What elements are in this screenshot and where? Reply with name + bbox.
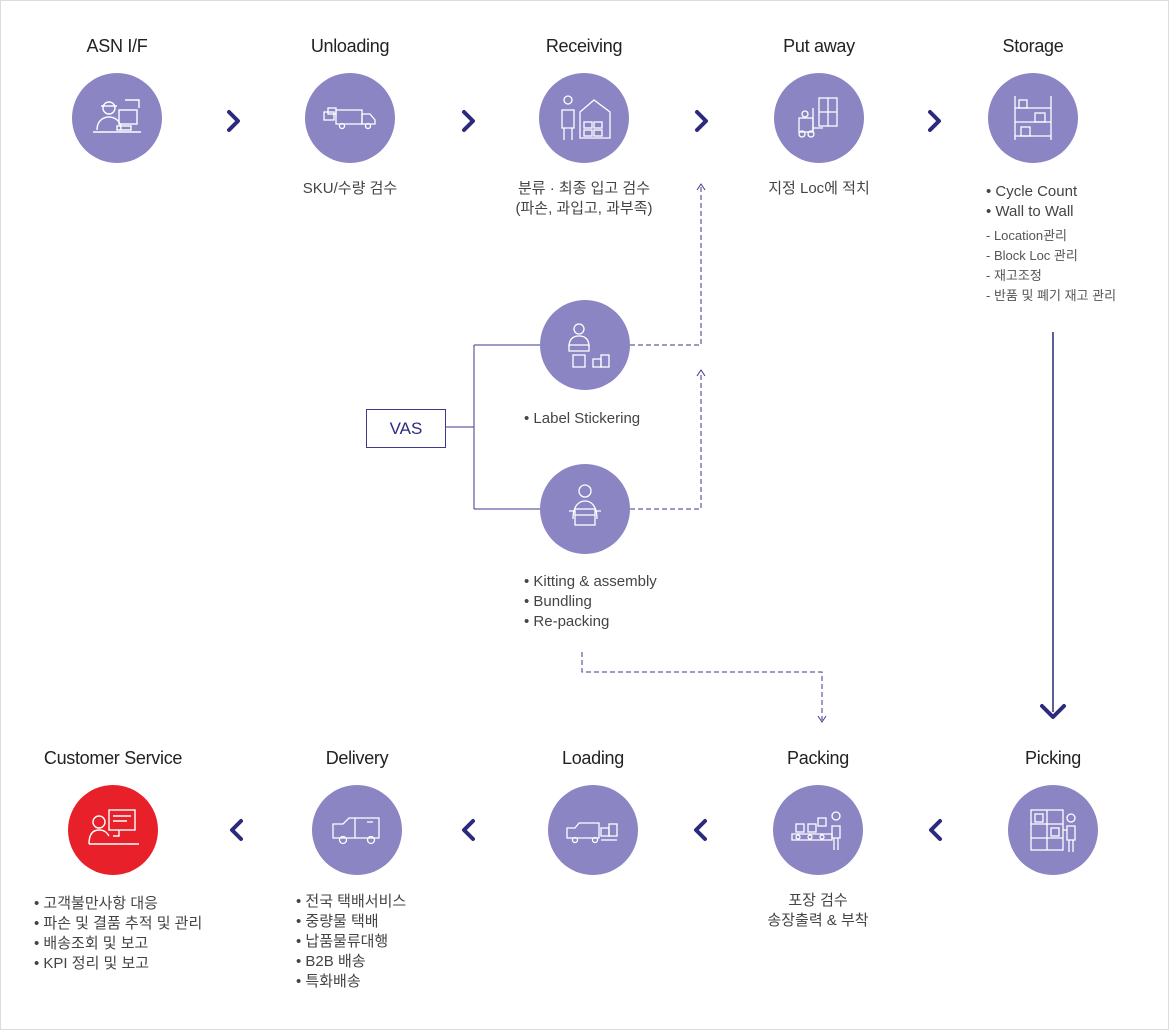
step-desc: 포장 검수 송장출력 & 부착 <box>708 891 928 931</box>
delivery-item: • B2B 배송 <box>296 953 366 970</box>
cs-item: • 고객불만사항 대응 <box>34 895 158 912</box>
truck-loading-icon <box>548 785 638 875</box>
vas-to-packing-dashed <box>581 652 823 720</box>
storage-sub: - 재고조정 <box>986 268 1042 283</box>
step-desc: 지정 Loc에 적치 <box>768 180 870 197</box>
desc-line: 송장출력 & 부착 <box>767 912 869 929</box>
step-title: ASN I/F <box>86 36 148 56</box>
step-storage: Storage <box>923 36 1143 163</box>
vas-lower-to-receiving-dashed <box>630 372 702 510</box>
vas-to-receiving-dashed <box>630 186 702 346</box>
storage-sub: - Location관리 <box>986 228 1068 243</box>
cs-item: • 배송조회 및 보고 <box>34 935 149 952</box>
vas-item: • Label Stickering <box>524 410 641 427</box>
chevron-left-icon <box>688 815 712 845</box>
vas-item: • Bundling <box>524 593 592 610</box>
vas-lower-list: • Kitting & assembly • Bundling • Re-pac… <box>524 572 657 632</box>
step-title: Picking <box>1025 748 1081 768</box>
step-title: Customer Service <box>43 748 183 768</box>
delivery-item: • 특화배송 <box>296 973 361 990</box>
storage-bullet: • Cycle Count <box>986 183 1078 200</box>
chevron-right-icon <box>222 106 246 136</box>
step-desc: SKU/수량 검수 <box>302 180 398 197</box>
chevron-left-icon <box>224 815 248 845</box>
step-title: Packing <box>787 748 849 768</box>
delivery-item: • 전국 택배서비스 <box>296 893 407 910</box>
step-receiving: Receiving 분류 · 최종 입고 검수 (파손, 과입고, 과부족) <box>474 36 694 219</box>
vas-item: • Kitting & assembly <box>524 573 657 590</box>
step-delivery: Delivery <box>247 748 467 875</box>
picking-shelf-icon <box>1008 785 1098 875</box>
support-desk-icon <box>68 785 158 875</box>
step-title: Delivery <box>325 748 389 768</box>
cs-item: • KPI 정리 및 보고 <box>34 955 150 972</box>
step-desc: 분류 · 최종 입고 검수 (파손, 과입고, 과부족) <box>474 179 694 219</box>
step-title: Storage <box>1002 36 1064 56</box>
step-packing: Packing 포장 검수 송장출력 & 부착 <box>708 748 928 931</box>
step-title: Put away <box>783 36 855 56</box>
forklift-icon <box>774 73 864 163</box>
shelving-icon <box>988 73 1078 163</box>
cs-item: • 파손 및 결품 추적 및 관리 <box>34 915 203 932</box>
step-title: Unloading <box>310 36 390 56</box>
storage-sub: - 반품 및 폐기 재고 관리 <box>986 288 1117 303</box>
warehouse-worker-icon <box>539 73 629 163</box>
vas-upper-list: • Label Stickering <box>524 409 640 429</box>
step-customer-service: Customer Service <box>3 748 223 875</box>
chevron-right-icon <box>690 106 714 136</box>
step-title: Loading <box>562 748 624 768</box>
truck-unloading-icon <box>305 73 395 163</box>
desc-line: (파손, 과입고, 과부족) <box>515 200 653 217</box>
chevron-left-icon <box>456 815 480 845</box>
storage-sub: - Block Loc 관리 <box>986 248 1078 263</box>
desc-line: 분류 · 최종 입고 검수 <box>517 180 651 197</box>
assembly-worker-icon <box>540 464 630 554</box>
step-title: Receiving <box>545 36 623 56</box>
delivery-van-icon <box>312 785 402 875</box>
chevron-right-icon <box>457 106 481 136</box>
step-loading: Loading <box>483 748 703 875</box>
chevron-left-icon <box>923 815 947 845</box>
delivery-item: • 중량물 택배 <box>296 913 379 930</box>
step-asn-if: ASN I/F <box>7 36 227 163</box>
desc-line: 포장 검수 <box>788 892 848 909</box>
label-worker-icon <box>540 300 630 390</box>
conveyor-packing-icon <box>773 785 863 875</box>
delivery-item: • 납품물류대행 <box>296 933 389 950</box>
storage-list: • Cycle Count • Wall to Wall - Location관… <box>986 182 1116 306</box>
vas-label-box: VAS <box>366 409 446 448</box>
computer-operator-icon <box>72 73 162 163</box>
chevron-right-icon <box>923 106 947 136</box>
step-picking: Picking <box>943 748 1163 875</box>
delivery-list: • 전국 택배서비스 • 중량물 택배 • 납품물류대행 • B2B 배송 • … <box>296 892 406 992</box>
customer-service-list: • 고객불만사항 대응 • 파손 및 결품 추적 및 관리 • 배송조회 및 보… <box>34 894 202 974</box>
step-put-away: Put away 지정 Loc에 적치 <box>709 36 929 199</box>
step-unloading: Unloading SKU/수량 검수 <box>240 36 460 199</box>
vas-item: • Re-packing <box>524 613 610 630</box>
vas-bracket-line <box>445 344 540 510</box>
down-arrow-icon <box>1040 704 1066 719</box>
storage-bullet: • Wall to Wall <box>986 203 1074 220</box>
